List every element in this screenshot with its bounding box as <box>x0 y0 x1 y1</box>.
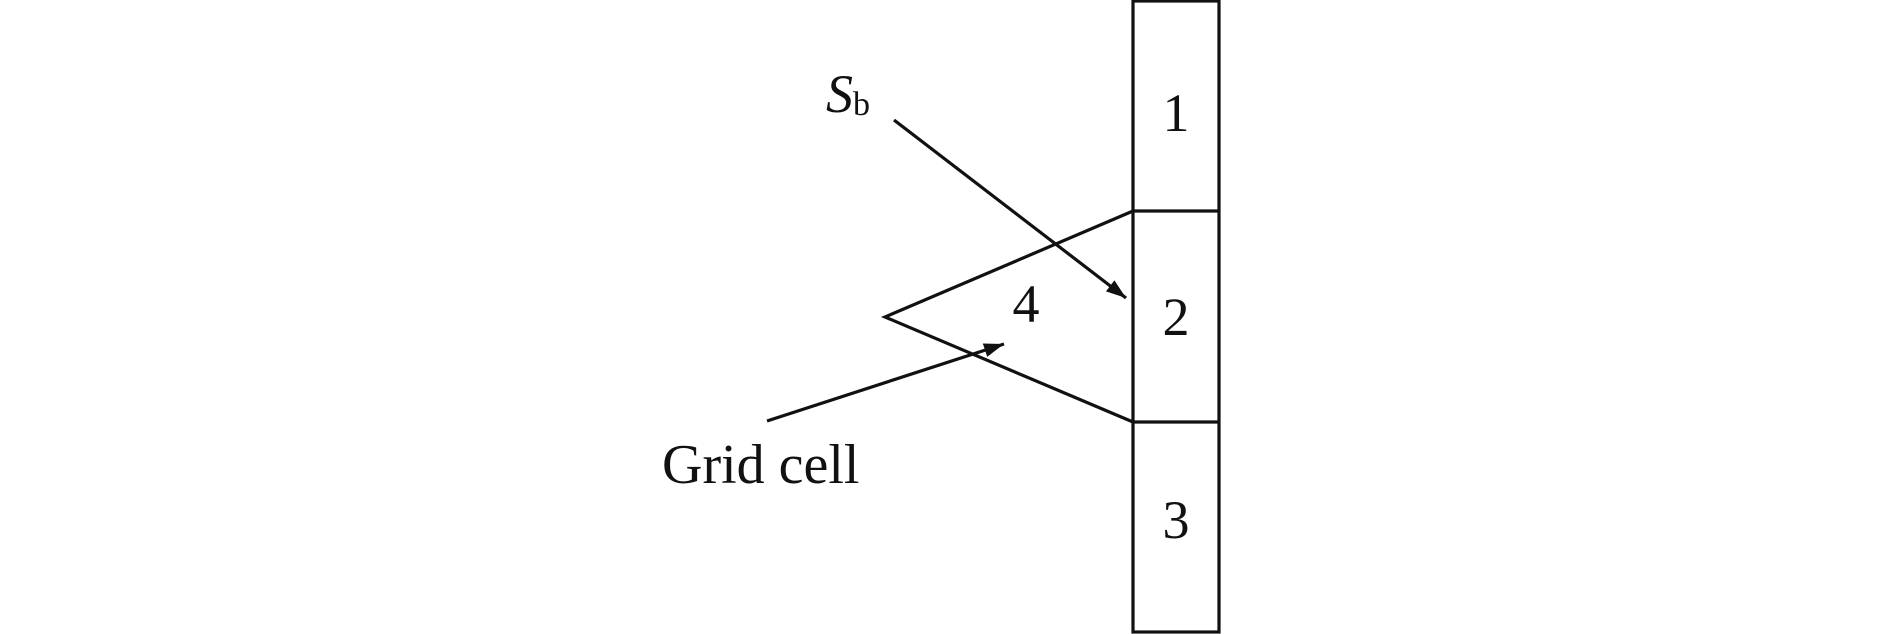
cell-1-label: 1 <box>1163 83 1190 143</box>
sb-label: Sb <box>826 64 870 124</box>
cell-column <box>1131 0 1221 634</box>
cell-2-label: 2 <box>1163 287 1190 347</box>
sb-arrow <box>893 118 1127 300</box>
cell-3-label: 3 <box>1163 490 1190 550</box>
grid-cell-arrow <box>766 342 1005 423</box>
sb-symbol: S <box>826 64 853 124</box>
triangle-cell-label: 4 <box>1013 274 1040 334</box>
sb-subscript: b <box>853 86 870 123</box>
grid-cell-label: Grid cell <box>662 434 859 496</box>
triangle-grid-cell <box>880 209 1134 424</box>
